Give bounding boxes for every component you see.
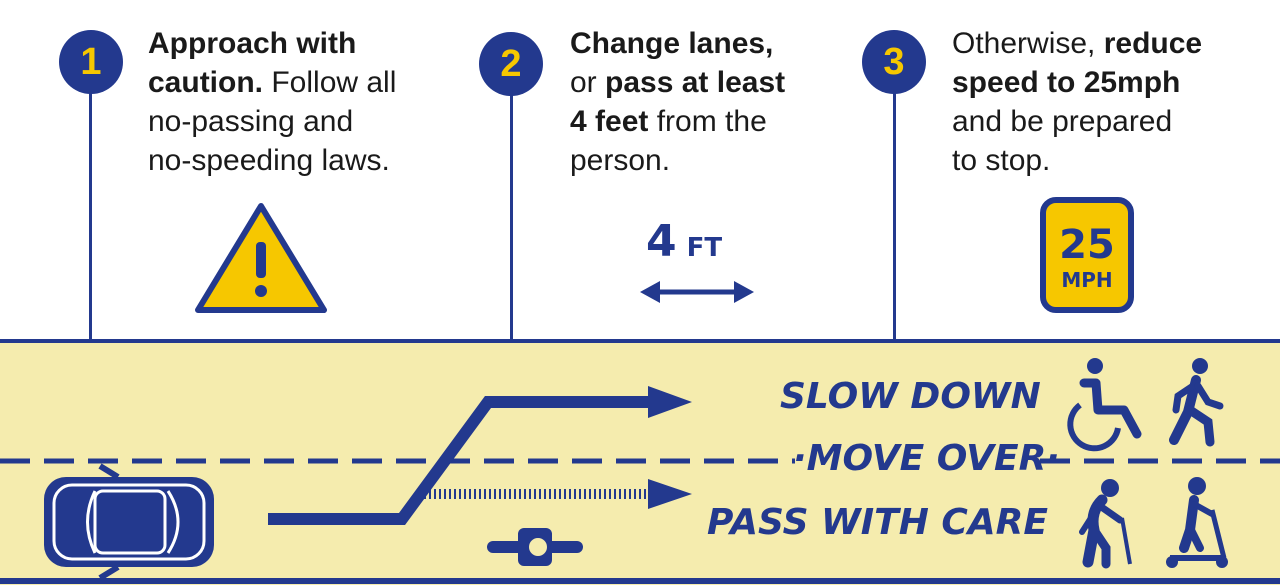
car-icon bbox=[44, 463, 214, 581]
step-2-line-4: person. bbox=[570, 141, 785, 180]
step-3-line-3: and be prepared bbox=[952, 102, 1202, 141]
bold-run: speed to 25mph bbox=[952, 66, 1181, 99]
step-1-line-1: Approach with bbox=[148, 24, 396, 63]
double-arrow-icon bbox=[640, 281, 754, 303]
step-2-line-2: or pass at least bbox=[570, 63, 785, 102]
bold-run: Approach with bbox=[148, 27, 357, 60]
text-run: to stop. bbox=[952, 144, 1051, 177]
slow-down-label: SLOW DOWN bbox=[780, 376, 1041, 417]
speed-limit-sign: 25 MPH bbox=[1040, 197, 1134, 313]
step-1-line-2: caution. Follow all bbox=[148, 63, 396, 102]
text-run: and be prepared bbox=[952, 105, 1173, 138]
step-3-badge: 3 bbox=[862, 30, 926, 94]
bold-run: reduce bbox=[1103, 27, 1203, 60]
step-1-line-4: no-speeding laws. bbox=[148, 141, 396, 180]
road-bottom-edge bbox=[0, 578, 1280, 584]
move-over-label: ·MOVE OVER· bbox=[793, 438, 1060, 479]
step-1-badge: 1 bbox=[59, 30, 123, 94]
road-top-edge bbox=[0, 339, 1280, 343]
step-3-line-2: speed to 25mph bbox=[952, 63, 1202, 102]
distance-value: 4 bbox=[646, 216, 677, 267]
step-3-line-4: to stop. bbox=[952, 141, 1202, 180]
text-run: Otherwise, bbox=[952, 27, 1104, 60]
bold-run: 4 feet bbox=[570, 105, 649, 138]
bicyclist-icon bbox=[487, 528, 583, 566]
distance-label: 4 FT bbox=[646, 216, 722, 267]
step-2-line-1: Change lanes, bbox=[570, 24, 785, 63]
step-1-line-3: no-passing and bbox=[148, 102, 396, 141]
bold-run: Change lanes, bbox=[570, 27, 774, 60]
text-run: no-speeding laws. bbox=[148, 144, 390, 177]
step-3-line bbox=[893, 60, 896, 342]
text-run: from the bbox=[648, 105, 767, 138]
warning-icon bbox=[195, 203, 327, 313]
text-run: Follow all bbox=[263, 66, 397, 99]
pass-with-care-label: PASS WITH CARE bbox=[707, 502, 1048, 543]
bold-run: caution. bbox=[148, 66, 264, 99]
step-2-line bbox=[510, 60, 513, 342]
wheelchair-user-icon bbox=[1067, 358, 1142, 452]
step-1-line bbox=[89, 60, 92, 342]
bold-run: pass at least bbox=[605, 66, 786, 99]
elderly-pedestrian-icon bbox=[1079, 479, 1132, 569]
speed-limit-value: 25 bbox=[1059, 222, 1115, 268]
step-2-badge: 2 bbox=[479, 32, 543, 96]
distance-unit: FT bbox=[686, 233, 723, 263]
speed-limit-unit: MPH bbox=[1061, 268, 1113, 292]
text-run: person. bbox=[570, 144, 671, 177]
pass-with-care-arrow bbox=[424, 479, 692, 509]
step-2-line-3: 4 feet from the bbox=[570, 102, 785, 141]
text-run: no-passing and bbox=[148, 105, 354, 138]
text-run: or bbox=[570, 66, 606, 99]
step-3-line-1: Otherwise, reduce bbox=[952, 24, 1202, 63]
lane-change-arrow bbox=[268, 386, 692, 525]
scooter-rider-icon bbox=[1166, 477, 1228, 568]
pedestrian-icon bbox=[1169, 358, 1224, 447]
